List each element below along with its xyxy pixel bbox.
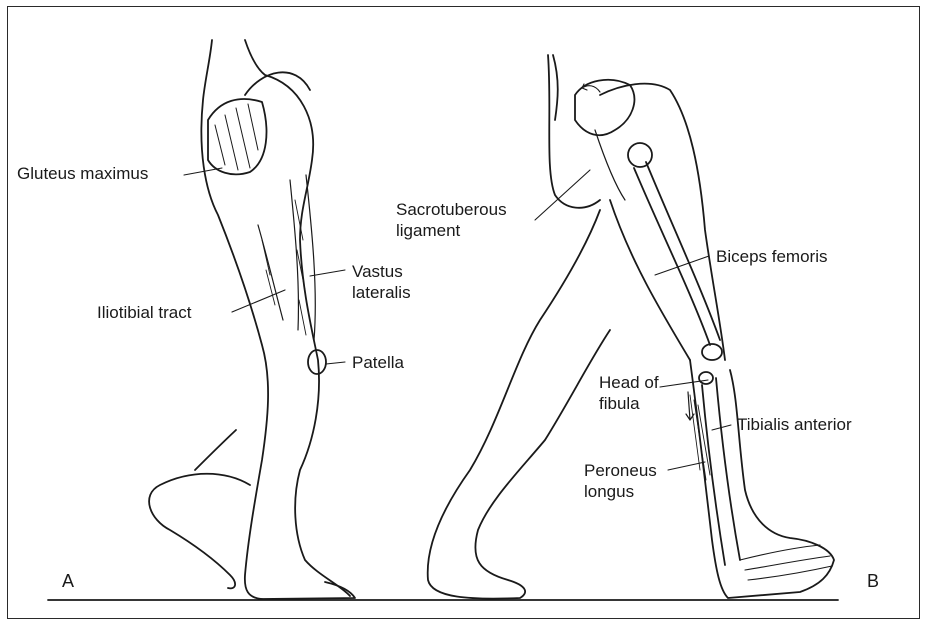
label-patella: Patella (352, 352, 404, 373)
label-biceps-femoris: Biceps femoris (716, 246, 827, 267)
label-head-of-fibula-line-1: Head of (599, 372, 659, 393)
label-head-of-fibula: Head of fibula (599, 372, 659, 414)
label-head-of-fibula-line-2: fibula (599, 393, 659, 414)
label-vastus-lateralis: Vastus lateralis (352, 261, 411, 303)
label-sacrotuberous-ligament: Sacrotuberous ligament (396, 199, 507, 241)
panel-letter-a: A (62, 571, 74, 592)
label-peroneus-longus: Peroneus longus (584, 460, 657, 502)
label-sacrotuberous-ligament-line-1: Sacrotuberous (396, 199, 507, 220)
label-iliotibial-tract: Iliotibial tract (97, 302, 191, 323)
label-peroneus-longus-line-2: longus (584, 481, 657, 502)
leg-b-outline (428, 55, 834, 599)
label-gluteus-maximus: Gluteus maximus (17, 163, 148, 184)
label-peroneus-longus-line-1: Peroneus (584, 460, 657, 481)
label-sacrotuberous-ligament-line-2: ligament (396, 220, 507, 241)
label-vastus-lateralis-line-2: lateralis (352, 282, 411, 303)
label-vastus-lateralis-line-1: Vastus (352, 261, 411, 282)
panel-letter-b: B (867, 571, 879, 592)
label-tibialis-anterior: Tibialis anterior (737, 414, 852, 435)
